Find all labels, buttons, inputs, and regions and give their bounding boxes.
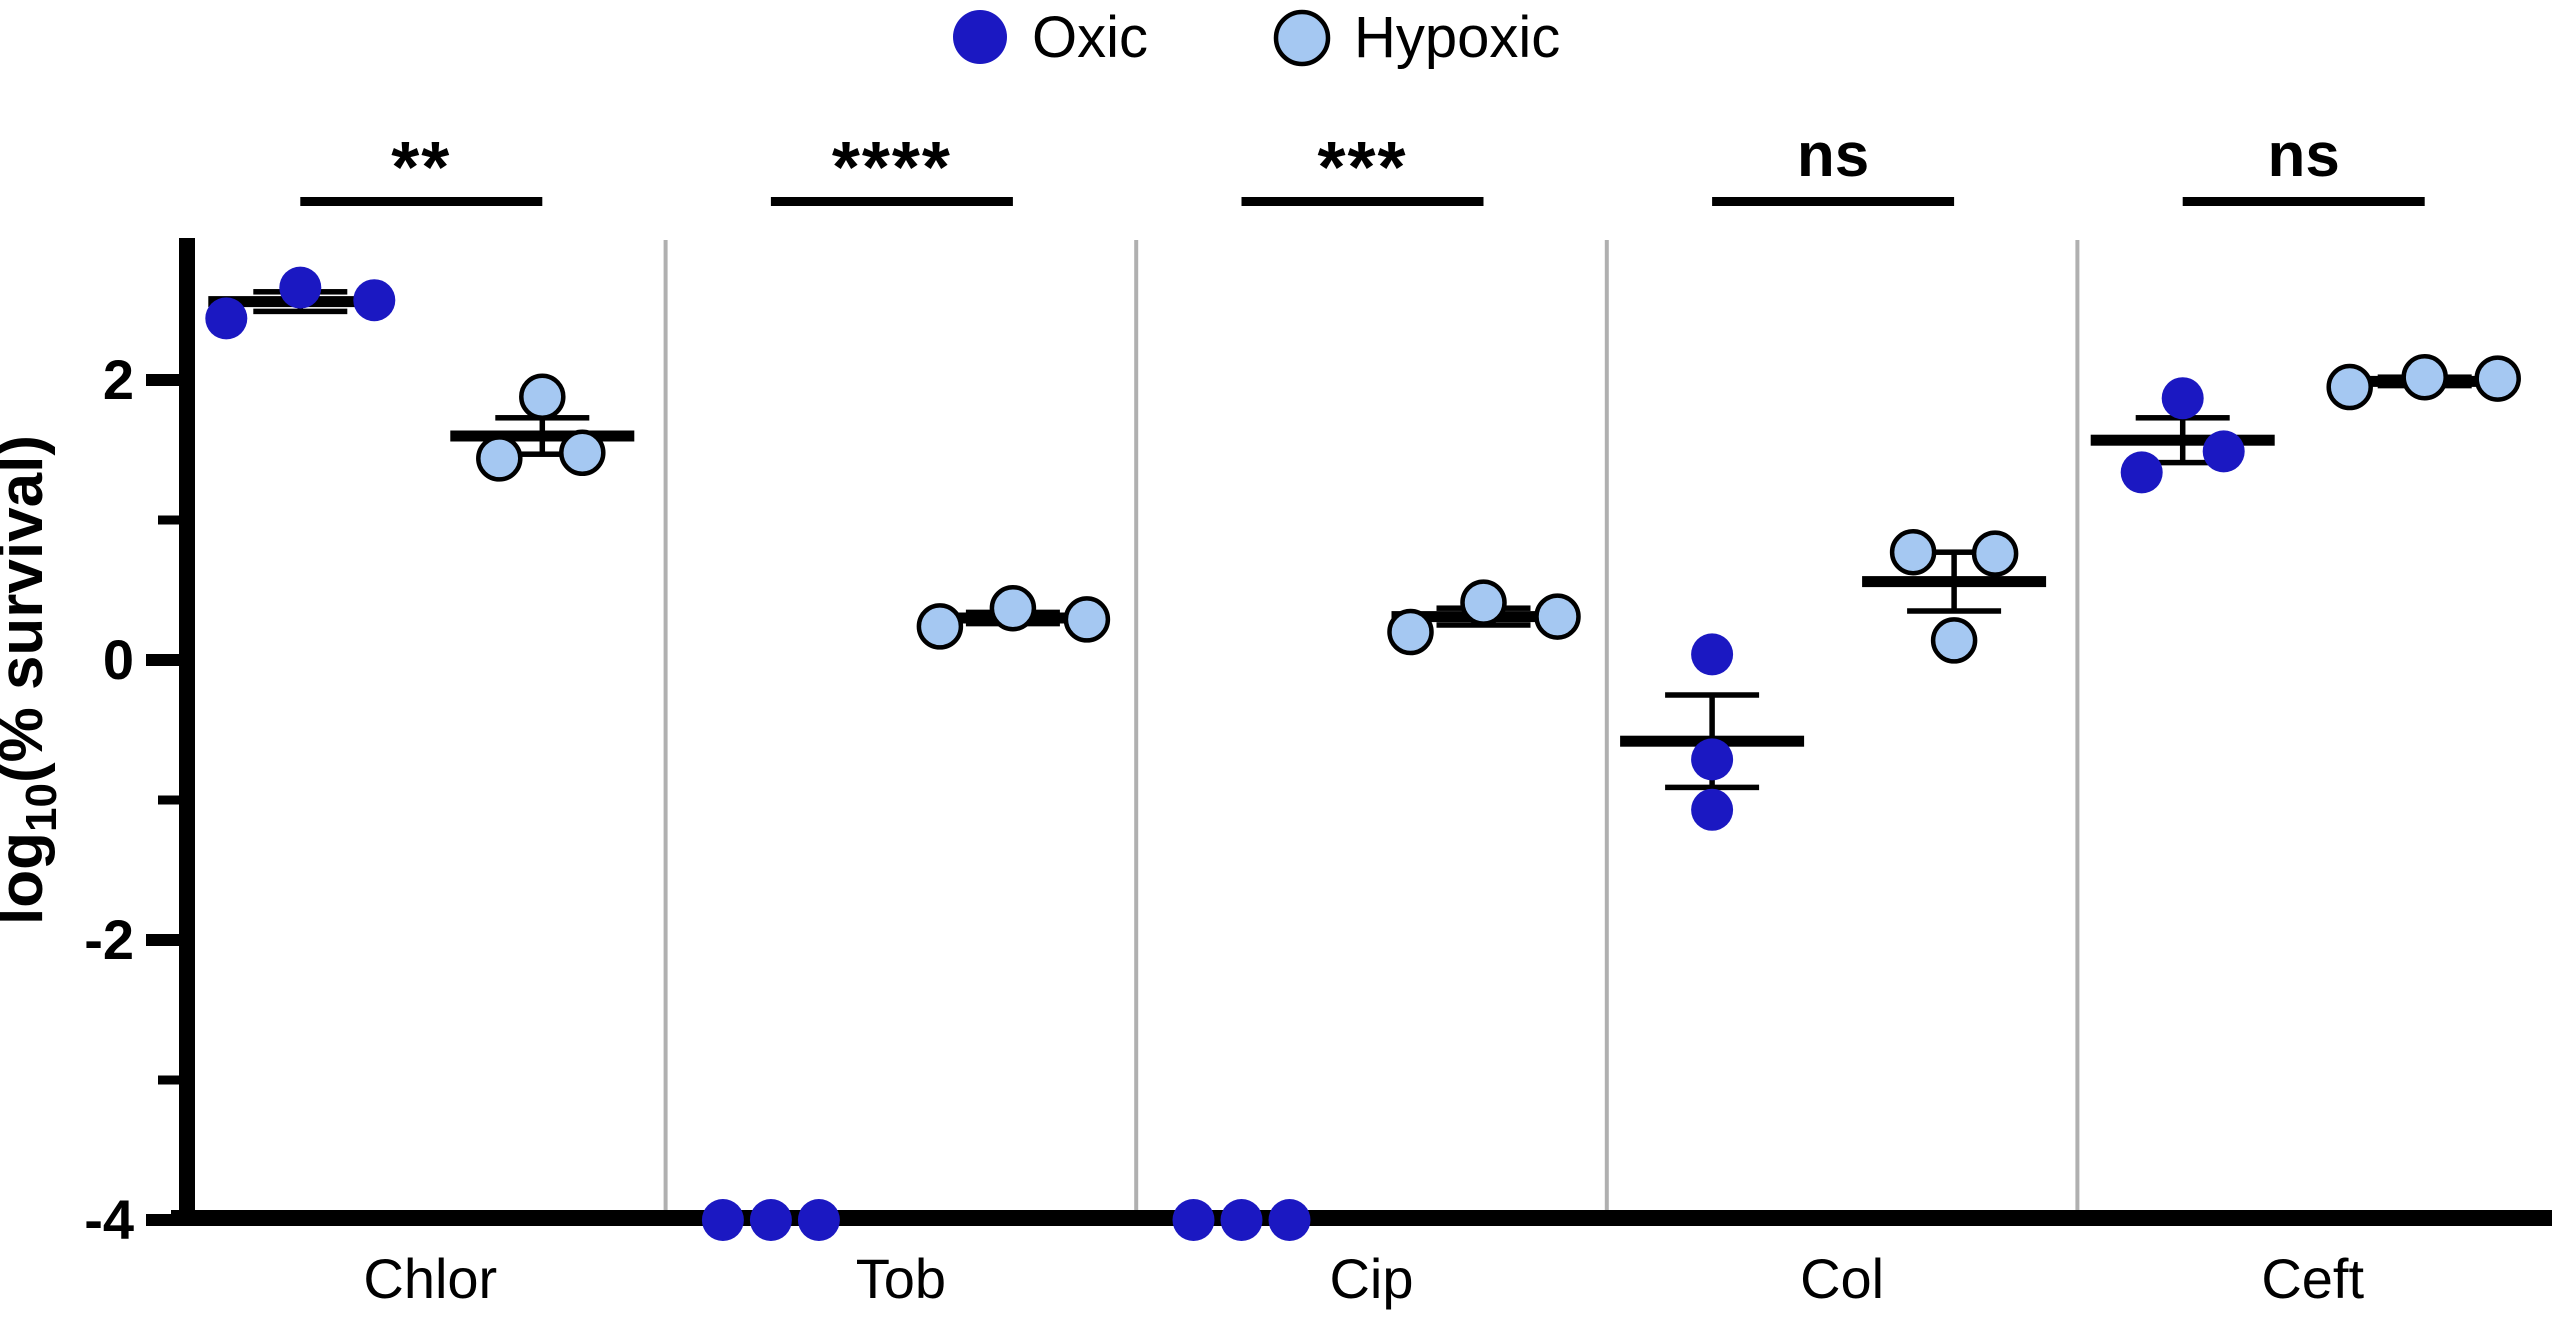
mean-line [2090, 434, 2275, 446]
error-bar-cap-lower [2135, 459, 2230, 466]
cip-hypoxic-cluster [1387, 579, 1581, 656]
error-bar-cap-lower [1665, 784, 1760, 791]
hypoxic-data-point [519, 373, 566, 421]
significance-bar [1241, 197, 1484, 206]
data-layer [205, 266, 2521, 1241]
cip-significance: *** [1241, 128, 1484, 208]
legend-label-hypoxic: Hypoxic [1354, 5, 1560, 70]
hypoxic-data-point [2401, 353, 2448, 401]
oxic-data-point [279, 266, 322, 309]
oxic-data-point [2120, 451, 2163, 494]
ceft-oxic-cluster [2090, 377, 2275, 494]
x-axis-line [171, 1210, 2552, 1226]
error-bar-cap-lower [495, 451, 590, 457]
legend-marker-hypoxic [1273, 9, 1331, 67]
hypoxic-data-point [1534, 593, 1581, 640]
ceft-significance: ns [2182, 121, 2425, 206]
x-category-label: Chlor [363, 1247, 497, 1310]
oxic-data-point [205, 297, 248, 340]
error-bar-cap-lower [253, 308, 348, 315]
oxic-data-point [1220, 1199, 1263, 1241]
x-category-label: Cip [1329, 1247, 1413, 1310]
significance-label: **** [832, 128, 952, 208]
mean-line [450, 430, 635, 442]
x-category-label: Col [1800, 1247, 1884, 1310]
hypoxic-data-point [1063, 596, 1111, 643]
hypoxic-data-point [2474, 355, 2521, 402]
oxic-data-point [1691, 738, 1734, 781]
oxic-data-point [701, 1199, 744, 1241]
y-axis-ticks: 2 0 -2 -4 [84, 348, 179, 1251]
legend-marker-oxic [953, 10, 1007, 64]
oxic-data-point [1691, 633, 1734, 676]
mean-line [1862, 576, 2047, 588]
chlor-hypoxic-cluster [450, 373, 635, 482]
y-major-tick [146, 1214, 179, 1226]
y-tick-label: -2 [84, 908, 134, 971]
oxic-data-point [353, 279, 396, 322]
hypoxic-data-point [916, 603, 964, 650]
chlor-oxic-cluster [205, 266, 396, 340]
significance-bar [2182, 197, 2425, 206]
oxic-data-point [1268, 1199, 1311, 1241]
hypoxic-data-point [2326, 363, 2373, 411]
significance-label: *** [1317, 128, 1407, 208]
x-category-label: Tob [856, 1247, 946, 1310]
oxic-data-point [1691, 788, 1734, 831]
hypoxic-data-point [476, 435, 523, 482]
tob-hypoxic-cluster [916, 584, 1111, 650]
y-minor-tick [158, 515, 179, 525]
chart-legend: Oxic Hypoxic [953, 5, 1560, 70]
y-minor-tick [158, 795, 179, 805]
y-major-tick [146, 374, 179, 386]
oxic-data-point [797, 1199, 840, 1241]
error-bar-cap-upper [1665, 692, 1760, 698]
hypoxic-data-point [1889, 528, 1937, 576]
significance-bar [300, 197, 543, 206]
hypoxic-data-point [989, 584, 1037, 632]
y-tick-label: 2 [103, 348, 134, 411]
tob-significance: **** [770, 128, 1013, 208]
significance-bar [1712, 197, 1955, 206]
group-separators [663, 240, 2080, 1210]
hypoxic-data-point [1971, 530, 2019, 577]
oxic-data-point [749, 1199, 792, 1241]
hypoxic-data-point [559, 429, 606, 477]
chlor-significance: ** [300, 128, 543, 208]
col-oxic-cluster [1620, 633, 1805, 831]
oxic-data-point [1172, 1199, 1215, 1241]
hypoxic-data-point [1460, 579, 1507, 626]
error-bar-cap-lower [1907, 608, 2002, 614]
significance-label: ns [2268, 121, 2340, 190]
ceft-hypoxic-cluster [2326, 353, 2521, 411]
oxic-data-point [2202, 430, 2245, 473]
y-axis-line [179, 238, 195, 1226]
y-tick-label: -4 [84, 1188, 134, 1251]
oxic-data-point [2161, 377, 2204, 420]
y-minor-tick [158, 1075, 179, 1085]
y-axis-title: log10(% survival) [0, 435, 66, 925]
error-bar-cap-upper [1907, 549, 2002, 555]
hypoxic-data-point [1930, 617, 1978, 664]
y-major-tick [146, 934, 179, 946]
significance-bar [770, 197, 1013, 206]
significance-label: ** [391, 128, 451, 208]
col-hypoxic-cluster [1862, 528, 2047, 664]
tob-oxic-cluster [678, 1199, 863, 1241]
legend-label-oxic: Oxic [1032, 5, 1148, 70]
y-tick-label: 0 [103, 628, 134, 691]
significance-label: ns [1797, 121, 1869, 190]
cip-oxic-cluster [1149, 1199, 1334, 1241]
x-category-label: Ceft [2261, 1247, 2364, 1310]
col-significance: ns [1712, 121, 1955, 206]
hypoxic-data-point [1387, 608, 1434, 656]
y-major-tick [146, 654, 179, 666]
